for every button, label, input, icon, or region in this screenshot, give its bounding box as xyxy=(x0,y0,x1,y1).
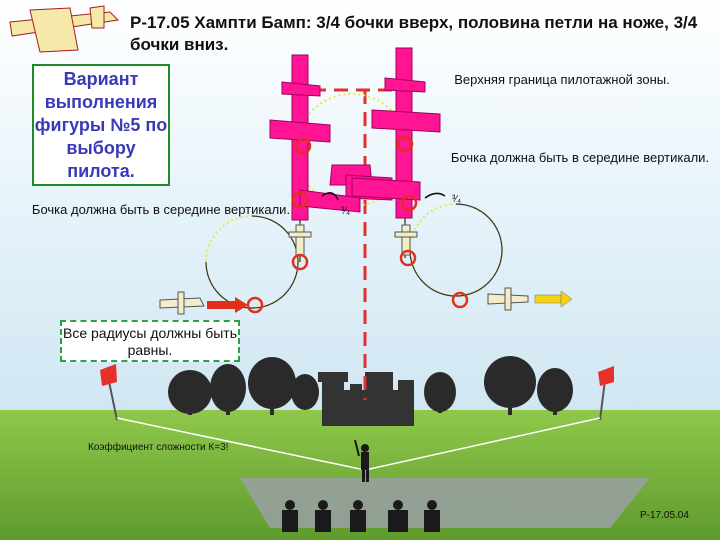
coefficient-label: Коэффициент сложности К=3! xyxy=(88,442,229,453)
roll-middle-left-label: Бочка должна быть в середине вертикали. xyxy=(31,202,291,217)
figure-code: Р-17.05.04 xyxy=(640,510,689,521)
fraction-left: ³⁄₄ xyxy=(341,206,351,217)
tree-line xyxy=(168,356,573,415)
plane-vertical-right xyxy=(394,224,418,256)
pink-plane-mid-right xyxy=(351,177,421,201)
runway xyxy=(240,478,650,528)
exit-arrow xyxy=(534,290,573,308)
page-title: Р-17.05 Хампти Бамп: 3/4 бочки вверх, по… xyxy=(130,13,698,54)
right-flag xyxy=(598,366,614,421)
fraction-right: ³⁄₄ xyxy=(452,194,462,205)
judges xyxy=(282,500,440,532)
variant-box: Вариант выполнения фигуры №5 по выбору п… xyxy=(32,64,170,186)
radii-note: Все радиусы должны быть равны. xyxy=(60,320,240,362)
logo-plane xyxy=(9,5,120,53)
plane-entry xyxy=(159,291,205,315)
plane-exit xyxy=(487,287,529,311)
pink-plane-top-left xyxy=(269,54,331,221)
pink-plane-top-right xyxy=(371,47,441,219)
roll-arrow-right xyxy=(424,192,446,199)
roll-arrow-left xyxy=(321,192,339,201)
markers xyxy=(246,135,469,314)
pink-plane-mid-left xyxy=(299,189,361,213)
sight-line-right xyxy=(364,417,601,471)
roll-middle-right-label: Бочка должна быть в середине вертикали. xyxy=(450,150,710,165)
castle-silhouette xyxy=(318,372,414,426)
pilot-figure xyxy=(354,439,369,482)
sight-line-left xyxy=(116,417,366,471)
upper-boundary-label: Верхняя граница пилотажной зоны. xyxy=(454,72,670,87)
left-flag xyxy=(100,364,118,421)
entry-arrow xyxy=(207,297,248,313)
